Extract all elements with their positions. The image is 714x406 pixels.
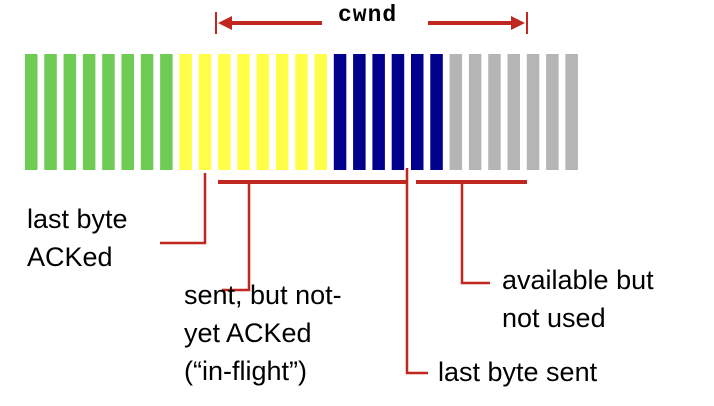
byte-bar-acked — [102, 54, 115, 170]
byte-bar-unsent — [526, 54, 540, 170]
label-line: yet ACKed — [184, 318, 312, 348]
label-available-not-used: available but not used — [502, 261, 654, 337]
cwnd-left-arrowhead — [218, 16, 232, 30]
byte-bar-in-flight — [314, 54, 327, 170]
byte-bar-available — [391, 54, 405, 170]
byte-bar-in-flight — [237, 54, 250, 170]
byte-bars — [25, 54, 578, 170]
byte-bar-acked — [160, 54, 173, 170]
byte-bar-in-flight — [198, 54, 212, 170]
byte-bar-in-flight — [179, 54, 192, 170]
cwnd-label: cwnd — [338, 2, 398, 28]
byte-bar-unsent — [468, 54, 482, 170]
byte-bar-unsent — [565, 54, 578, 170]
label-line: ACKed — [27, 242, 113, 272]
byte-bar-acked — [63, 54, 77, 170]
label-line: available but — [502, 265, 654, 295]
label-last-byte-acked: last byte ACKed — [27, 200, 128, 276]
byte-bar-acked — [25, 54, 38, 170]
byte-bar-unsent — [546, 54, 559, 170]
byte-bar-acked — [121, 54, 134, 170]
label-line: last byte — [27, 204, 128, 234]
last-byte-acked-leader — [160, 173, 207, 245]
byte-bar-available — [372, 54, 385, 170]
byte-bar-in-flight — [275, 54, 289, 170]
label-line: (“in-flight”) — [184, 356, 308, 386]
byte-bar-acked — [44, 54, 57, 170]
byte-bar-available — [430, 54, 443, 170]
last-byte-sent-leader — [405, 168, 428, 375]
byte-bar-acked — [82, 54, 96, 170]
available-leader — [460, 184, 490, 285]
byte-bar-available — [333, 54, 347, 170]
byte-bar-in-flight — [295, 54, 308, 170]
byte-bar-unsent — [507, 54, 520, 170]
label-in-flight: sent, but not- yet ACKed (“in-flight”) — [184, 276, 342, 390]
byte-bar-unsent — [449, 54, 463, 170]
byte-bar-available — [353, 54, 366, 170]
label-line: not used — [502, 303, 606, 333]
cwnd-arrow — [215, 12, 528, 34]
byte-bar-unsent — [488, 54, 501, 170]
label-last-byte-sent: last byte sent — [438, 357, 598, 387]
byte-bar-in-flight — [256, 54, 270, 170]
cwnd-right-arrowhead — [511, 16, 525, 30]
byte-bar-in-flight — [218, 54, 231, 170]
label-line: sent, but not- — [184, 280, 342, 310]
byte-bar-available — [411, 54, 424, 170]
in-flight-leader — [222, 184, 251, 292]
byte-bar-acked — [140, 54, 154, 170]
